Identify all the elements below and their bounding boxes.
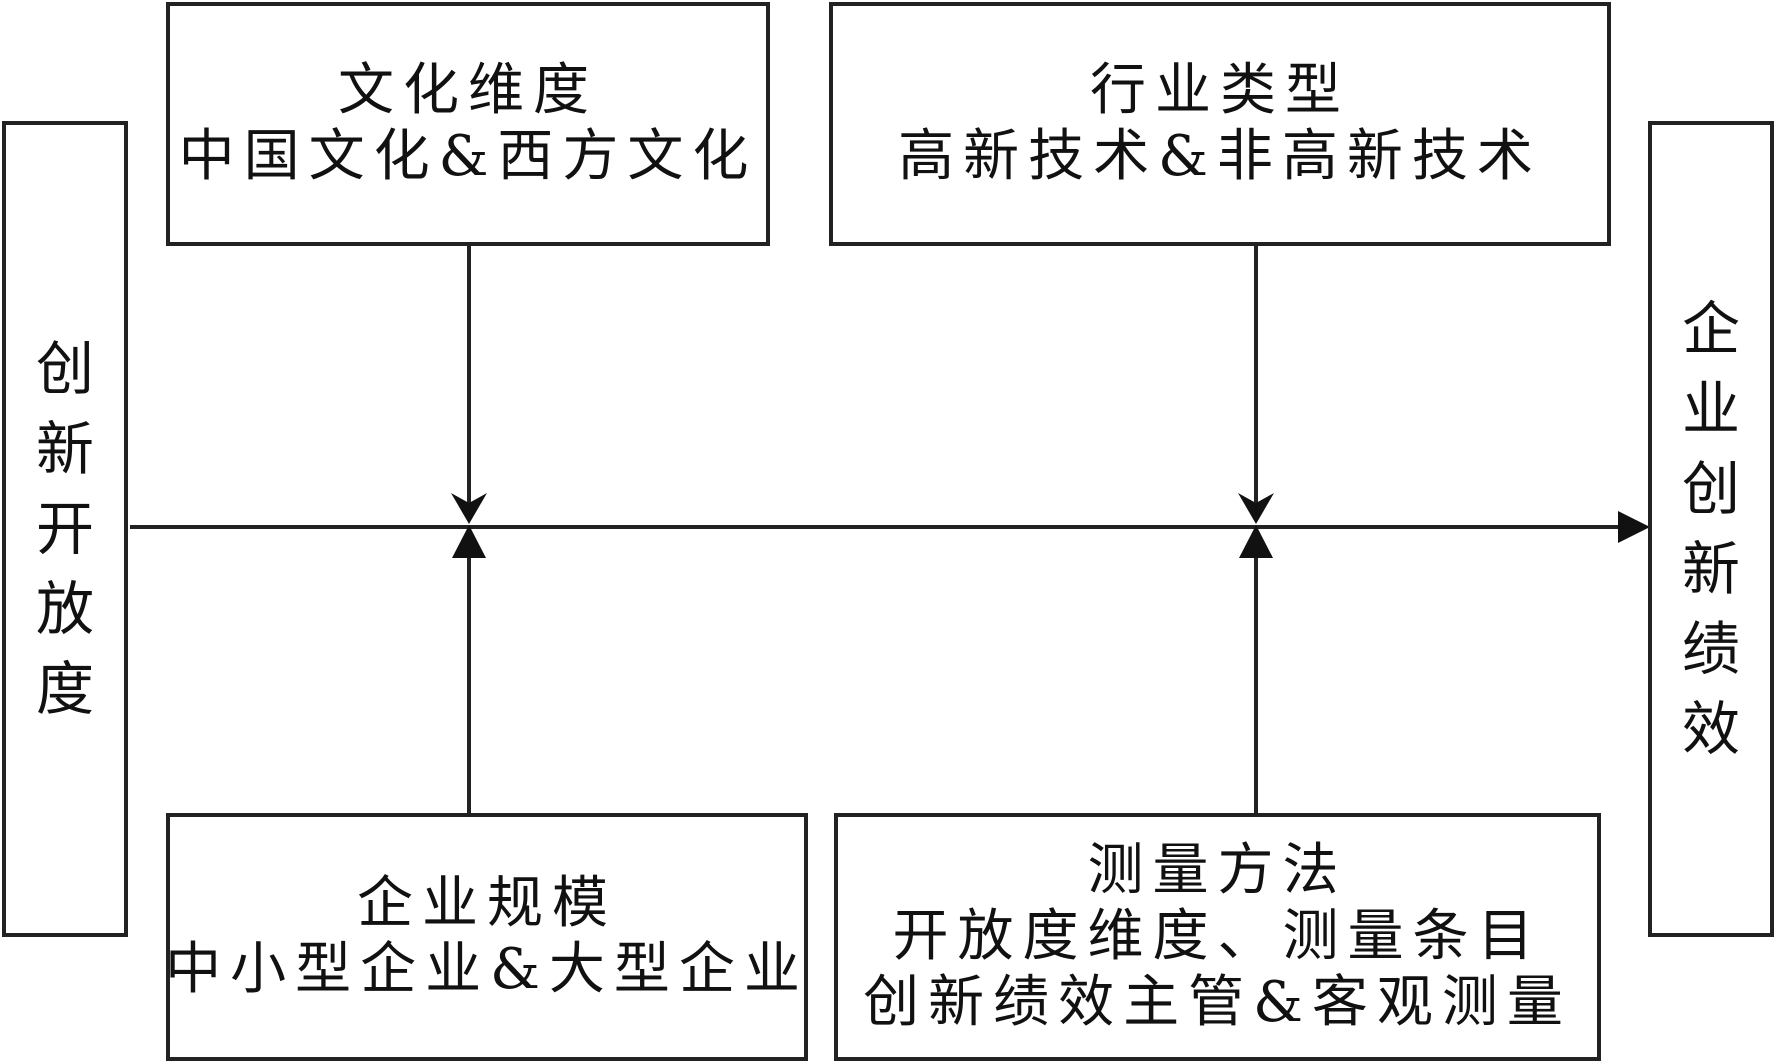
- culture-arrowhead-down: [451, 493, 487, 524]
- cultural-dimension-box: 文化维度 中国文化&西方文化: [166, 2, 770, 246]
- enterprise-size-title: 企业规模: [357, 871, 617, 936]
- right-char-6: 效: [1681, 695, 1740, 763]
- right-char-5: 绩: [1681, 615, 1740, 683]
- innovation-performance-box: 企 业 创 新 绩 效: [1648, 121, 1774, 937]
- enterprise-size-box: 企业规模 中小型企业&大型企业: [165, 813, 809, 1061]
- measurement-arrowhead-up: [1239, 525, 1273, 558]
- right-char-4: 新: [1681, 535, 1740, 603]
- cultural-dimension-title: 文化维度: [338, 58, 598, 123]
- industry-type-title: 行业类型: [1090, 58, 1350, 123]
- left-char-1: 创: [35, 335, 94, 403]
- left-char-2: 新: [35, 415, 94, 483]
- main-arrowhead-right: [1618, 511, 1650, 543]
- left-char-3: 开: [35, 495, 94, 563]
- cultural-dimension-detail: 中国文化&西方文化: [178, 124, 758, 189]
- innovation-openness-label: 创 新 开 放 度: [36, 329, 94, 729]
- right-char-2: 业: [1681, 375, 1740, 443]
- size-arrowhead-up: [452, 525, 486, 558]
- left-char-5: 度: [35, 655, 94, 723]
- innovation-performance-label: 企 业 创 新 绩 效: [1682, 289, 1740, 769]
- innovation-openness-box: 创 新 开 放 度: [2, 121, 128, 937]
- measurement-method-detail-2: 创新绩效主管&客观测量: [863, 970, 1572, 1035]
- enterprise-size-detail: 中小型企业&大型企业: [165, 937, 809, 1002]
- industry-arrowhead-down: [1238, 493, 1274, 524]
- left-char-4: 放: [35, 575, 94, 643]
- right-char-3: 创: [1681, 455, 1740, 523]
- industry-type-box: 行业类型 高新技术&非高新技术: [829, 2, 1611, 246]
- right-char-1: 企: [1681, 295, 1740, 363]
- industry-type-detail: 高新技术&非高新技术: [898, 124, 1542, 189]
- measurement-method-box: 测量方法 开放度维度、测量条目 创新绩效主管&客观测量: [834, 813, 1601, 1061]
- measurement-method-title: 测量方法: [1087, 838, 1348, 903]
- measurement-method-detail-1: 开放度维度、测量条目: [892, 904, 1543, 969]
